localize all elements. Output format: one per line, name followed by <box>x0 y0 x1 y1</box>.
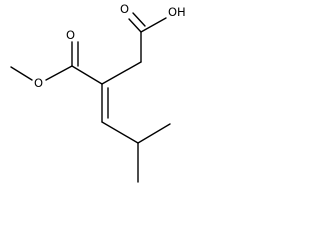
ester-oxygen-bond <box>45 65 73 81</box>
acid-hydroxyl-bond <box>140 17 167 33</box>
vinyl-isopropyl-bond <box>101 121 139 144</box>
ester-oxygen-label: O <box>34 76 43 90</box>
acid-carbonyl-bond-outer <box>128 18 142 33</box>
isopropyl-methyl-up-bond <box>137 123 171 144</box>
ch2-central-bond <box>101 61 142 85</box>
ester-central-bond <box>71 65 103 85</box>
molecule-structure-diagram: O OH O O <box>10 2 186 183</box>
acid-carbonyl-oxygen-label: O <box>120 2 129 16</box>
ester-carbonyl-oxygen-label: O <box>66 28 75 42</box>
methyl-oxygen-bond <box>10 66 33 81</box>
acid-hydroxyl-label: OH <box>168 5 186 19</box>
acid-carbonyl-bond-inner <box>132 12 146 27</box>
